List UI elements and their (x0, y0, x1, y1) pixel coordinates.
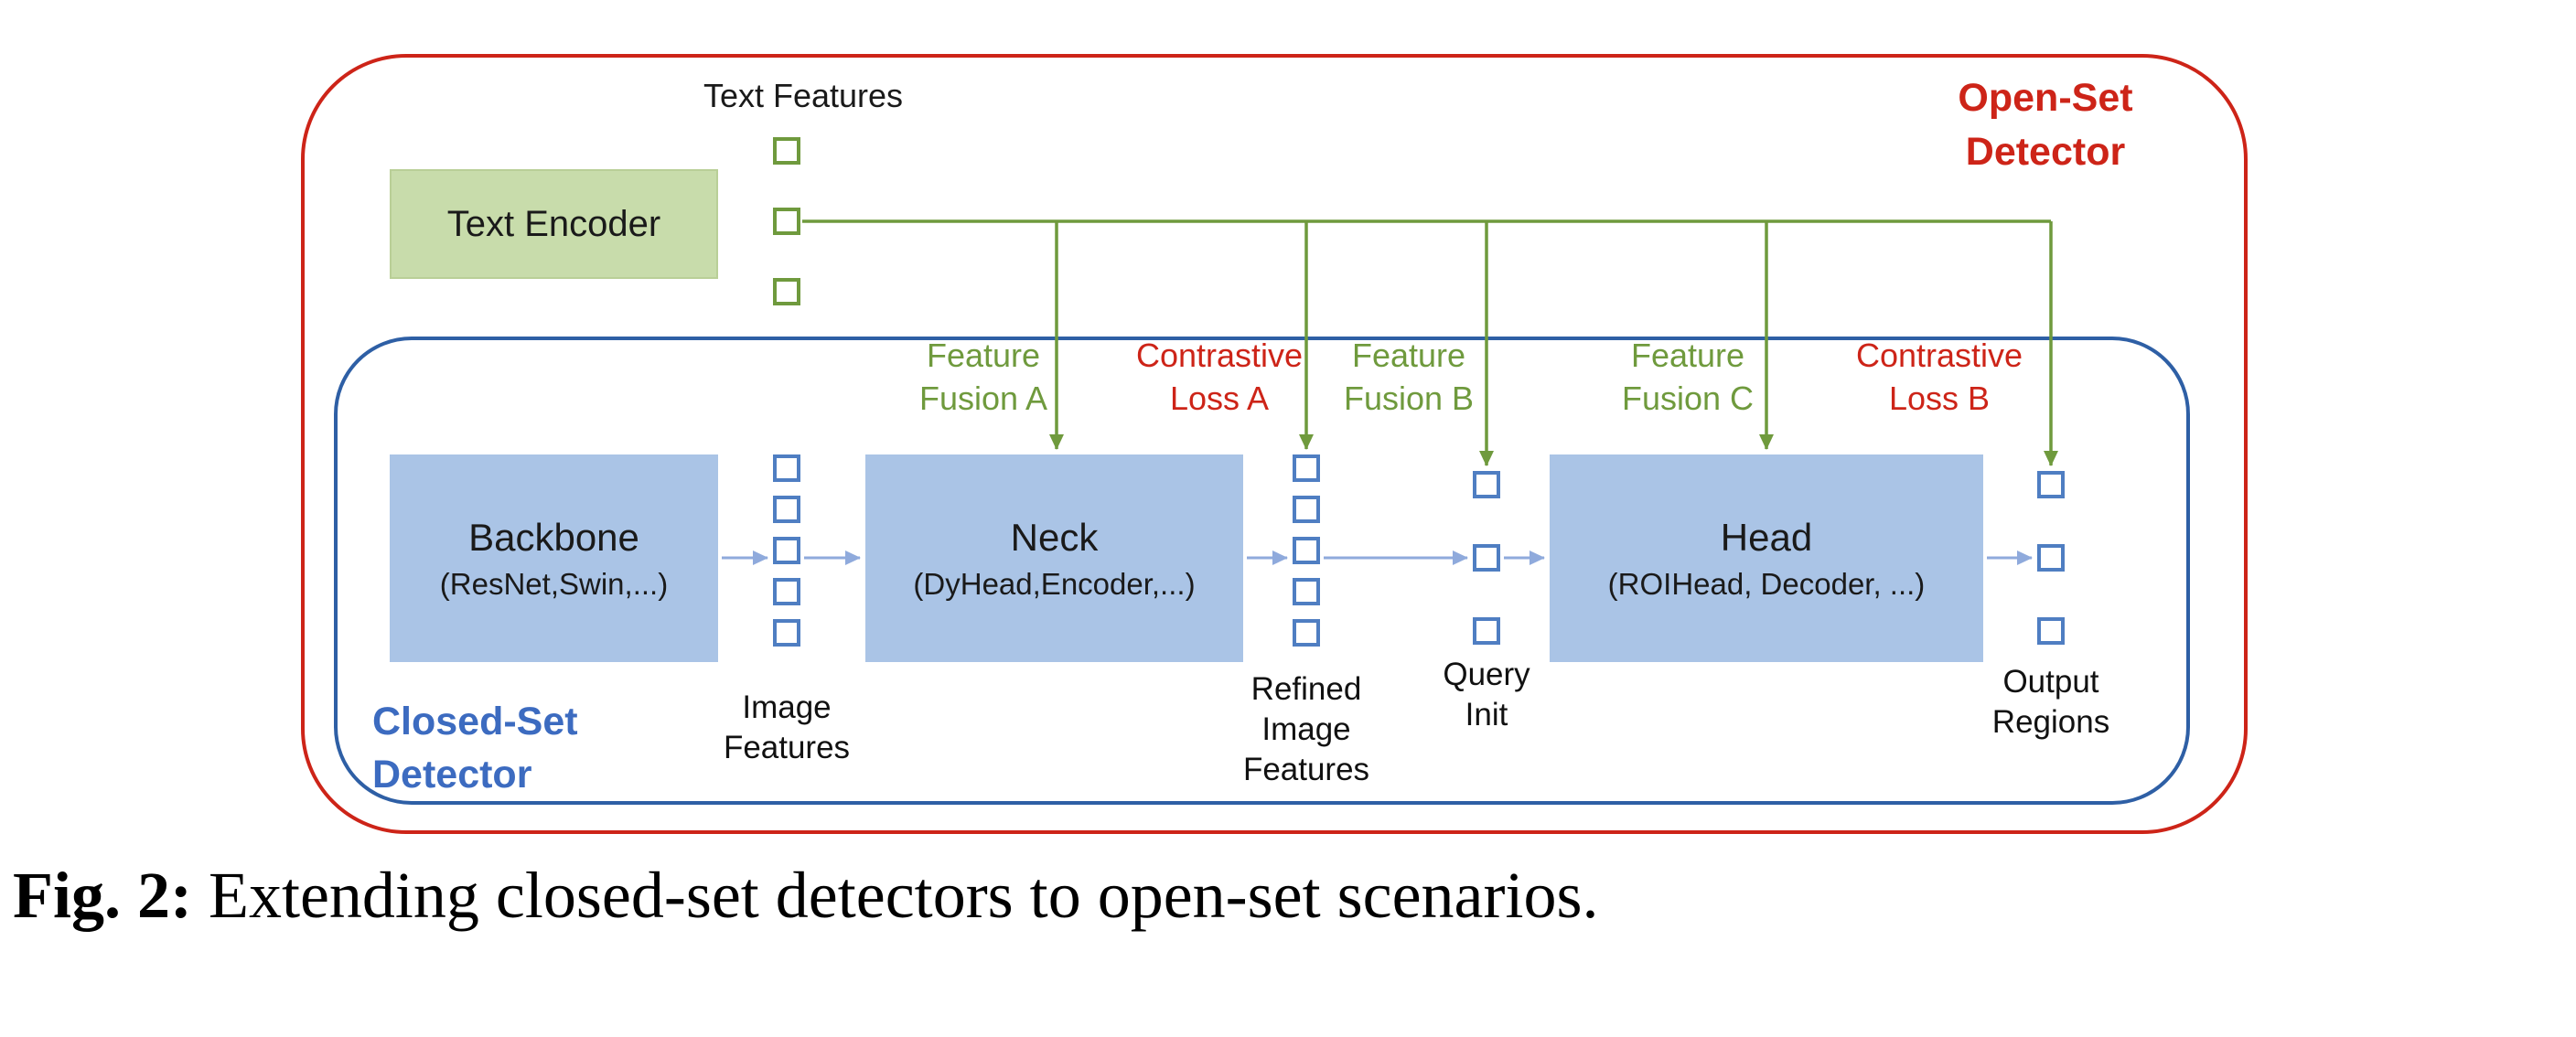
output-regions-tokens (2037, 471, 2065, 645)
refined-feature-square (1293, 578, 1320, 605)
refined-feature-square (1293, 454, 1320, 482)
feature-fusion-b-label: Feature Fusion B (1344, 334, 1474, 420)
image-feature-square (773, 537, 800, 564)
refined-image-features-tokens (1293, 454, 1320, 647)
text-feature-square (773, 208, 800, 235)
refined-image-features-label: Refined Image Features (1243, 669, 1369, 790)
text-encoder-block: Text Encoder (390, 169, 718, 279)
query-init-line1: Query (1443, 657, 1530, 692)
query-square (1473, 617, 1500, 645)
refined-feature-square (1293, 537, 1320, 564)
feature-fusion-c-label: Feature Fusion C (1622, 334, 1754, 420)
feature-fusion-b-line2: Fusion B (1343, 380, 1475, 417)
backbone-title: Backbone (468, 515, 639, 559)
output-region-square (2037, 544, 2065, 572)
text-features-label: Text Features (703, 77, 904, 114)
query-init-tokens (1473, 471, 1500, 645)
feature-fusion-b-line1: Feature (1351, 337, 1466, 374)
contrastive-loss-b-label: Contrastive Loss B (1856, 334, 2023, 420)
figure-caption-text: Extending closed-set detectors to open-s… (208, 859, 1599, 932)
feature-fusion-a-line2: Fusion A (918, 380, 1048, 417)
query-square (1473, 471, 1500, 498)
text-encoder-label: Text Encoder (446, 203, 661, 244)
refined-feature-square (1293, 619, 1320, 647)
refined-features-line1: Refined (1250, 671, 1362, 707)
text-feature-square (773, 278, 800, 305)
image-features-tokens (773, 454, 800, 647)
neck-title: Neck (1010, 515, 1099, 559)
contrastive-loss-a-line2: Loss A (1169, 380, 1270, 417)
closed-set-label-line1: Closed-Set (372, 700, 578, 743)
contrastive-loss-b-line1: Contrastive (1855, 337, 2023, 374)
image-feature-square (773, 619, 800, 647)
output-region-square (2037, 471, 2065, 498)
feature-fusion-c-line1: Feature (1630, 337, 1745, 374)
text-feature-square (773, 137, 800, 165)
closed-set-label-line2: Detector (372, 753, 532, 796)
feature-fusion-a-line1: Feature (926, 337, 1041, 374)
contrastive-loss-a-label: Contrastive Loss A (1136, 334, 1303, 420)
closed-set-detector-label: Closed-Set Detector (372, 695, 578, 801)
open-set-label-line2: Detector (1965, 130, 2126, 174)
feature-fusion-a-label: Feature Fusion A (919, 334, 1047, 420)
output-regions-line2: Regions (1991, 704, 2110, 740)
output-regions-label: Output Regions (1992, 662, 2109, 743)
head-title: Head (1720, 515, 1813, 559)
backbone-subtitle: (ResNet,Swin,...) (439, 566, 669, 601)
query-square (1473, 544, 1500, 572)
open-set-detector-boundary (301, 54, 2248, 834)
head-subtitle: (ROIHead, Decoder, ...) (1607, 566, 1926, 601)
contrastive-loss-b-line2: Loss B (1888, 380, 1991, 417)
backbone-block: Backbone (ResNet,Swin,...) (390, 454, 718, 662)
closed-set-detector-boundary (334, 337, 2190, 805)
image-features-label: Image Features (724, 688, 850, 768)
contrastive-loss-a-line1: Contrastive (1135, 337, 1304, 374)
image-feature-square (773, 578, 800, 605)
image-features-line1: Image (742, 690, 832, 725)
open-set-label-line1: Open-Set (1958, 76, 2133, 120)
head-block: Head (ROIHead, Decoder, ...) (1550, 454, 1983, 662)
feature-fusion-c-line2: Fusion C (1621, 380, 1755, 417)
text-features-tokens (773, 137, 800, 305)
image-feature-square (773, 454, 800, 482)
open-set-detector-label: Open-Set Detector (1958, 71, 2132, 179)
query-init-line2: Init (1465, 697, 1508, 732)
figure-caption-number: Fig. 2: (13, 859, 192, 932)
image-feature-square (773, 496, 800, 523)
refined-feature-square (1293, 496, 1320, 523)
output-region-square (2037, 617, 2065, 645)
query-init-label: Query Init (1443, 655, 1530, 735)
figure-caption: Fig. 2:Extending closed-set detectors to… (13, 858, 1599, 934)
neck-block: Neck (DyHead,Encoder,...) (865, 454, 1243, 662)
refined-features-line2: Image (1261, 711, 1351, 747)
image-features-line2: Features (723, 730, 851, 765)
refined-features-line3: Features (1242, 752, 1370, 787)
neck-subtitle: (DyHead,Encoder,...) (913, 566, 1196, 601)
output-regions-line1: Output (2002, 664, 2099, 700)
